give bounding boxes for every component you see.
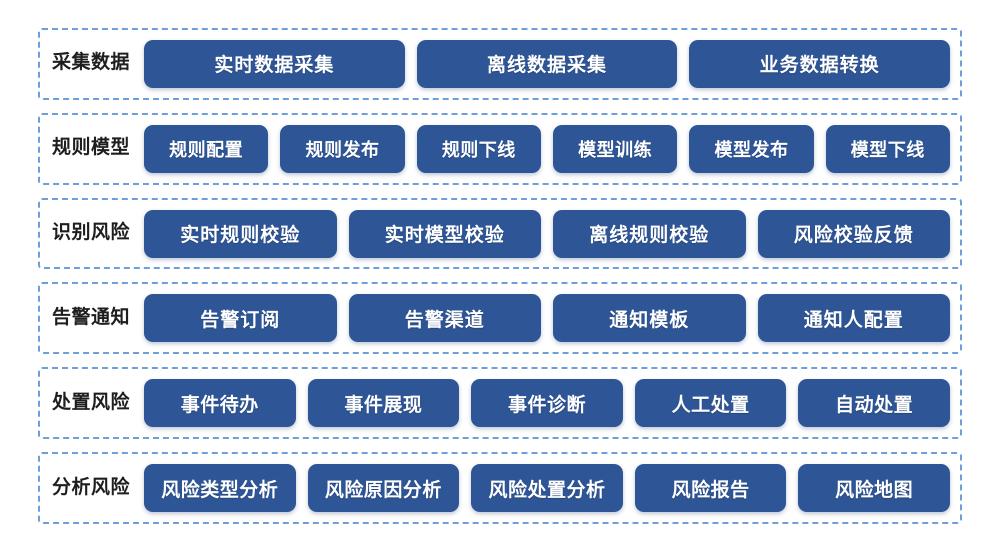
capability-chip-6-3[interactable]: 风险处置分析 — [471, 464, 623, 513]
row-items-3: 实时规则校验实时模型校验离线规则校验风险校验反馈 — [144, 200, 950, 268]
row-items-4: 告警订阅告警渠道通知模板通知人配置 — [144, 284, 950, 352]
capability-chip-3-1[interactable]: 实时规则校验 — [144, 209, 337, 258]
capability-chip-2-4[interactable]: 模型训练 — [552, 124, 678, 173]
capability-row-4: 告警通知告警订阅告警渠道通知模板通知人配置 — [38, 282, 962, 355]
row-label-1: 采集数据 — [52, 52, 131, 74]
capability-chip-2-2[interactable]: 规则发布 — [280, 124, 405, 173]
row-label-6: 分析风险 — [52, 476, 131, 498]
capability-chip-6-1[interactable]: 风险类型分析 — [144, 464, 296, 513]
capability-chip-2-3[interactable]: 规则下线 — [416, 124, 541, 173]
capability-chip-4-3[interactable]: 通知模板 — [553, 294, 746, 343]
capability-chip-5-2[interactable]: 事件展现 — [307, 379, 460, 428]
capability-chip-4-4[interactable]: 通知人配置 — [757, 294, 950, 343]
capability-chip-6-5[interactable]: 风险地图 — [798, 464, 950, 513]
row-label-5: 处置风险 — [52, 391, 131, 413]
capability-row-5: 处置风险事件待办事件展现事件诊断人工处置自动处置 — [38, 367, 962, 440]
capability-chip-5-5[interactable]: 自动处置 — [798, 379, 950, 428]
capability-chip-1-2[interactable]: 离线数据采集 — [416, 39, 678, 88]
capability-chip-1-3[interactable]: 业务数据转换 — [689, 39, 951, 88]
capability-chip-5-1[interactable]: 事件待办 — [144, 379, 296, 428]
capability-chip-4-2[interactable]: 告警渠道 — [348, 294, 541, 343]
row-label-4: 告警通知 — [52, 306, 131, 328]
capability-chip-3-4[interactable]: 风险校验反馈 — [757, 209, 950, 258]
capability-chip-6-4[interactable]: 风险报告 — [634, 464, 787, 513]
row-items-6: 风险类型分析风险原因分析风险处置分析风险报告风险地图 — [144, 454, 950, 522]
row-items-2: 规则配置规则发布规则下线模型训练模型发布模型下线 — [144, 115, 950, 183]
capability-row-6: 分析风险风险类型分析风险原因分析风险处置分析风险报告风险地图 — [38, 452, 962, 524]
capability-chip-2-5[interactable]: 模型发布 — [689, 124, 814, 173]
row-label-3: 识别风险 — [52, 222, 131, 244]
capability-row-1: 采集数据实时数据采集离线数据采集业务数据转换 — [38, 28, 962, 100]
capability-row-3: 识别风险实时规则校验实时模型校验离线规则校验风险校验反馈 — [38, 197, 962, 270]
row-items-1: 实时数据采集离线数据采集业务数据转换 — [144, 30, 951, 98]
capability-chip-5-4[interactable]: 人工处置 — [634, 379, 787, 428]
capability-chip-6-2[interactable]: 风险原因分析 — [307, 464, 460, 513]
capability-chip-4-1[interactable]: 告警订阅 — [144, 294, 337, 343]
row-label-2: 规则模型 — [52, 137, 131, 159]
capability-chip-2-1[interactable]: 规则配置 — [144, 124, 269, 173]
capability-row-2: 规则模型规则配置规则发布规则下线模型训练模型发布模型下线 — [38, 112, 962, 185]
capability-chip-1-1[interactable]: 实时数据采集 — [144, 39, 405, 88]
capability-chip-3-2[interactable]: 实时模型校验 — [348, 209, 541, 258]
capability-chip-2-6[interactable]: 模型下线 — [825, 124, 950, 173]
capability-chip-5-3[interactable]: 事件诊断 — [471, 379, 623, 428]
capability-chip-3-3[interactable]: 离线规则校验 — [553, 209, 746, 258]
row-items-5: 事件待办事件展现事件诊断人工处置自动处置 — [144, 369, 950, 437]
